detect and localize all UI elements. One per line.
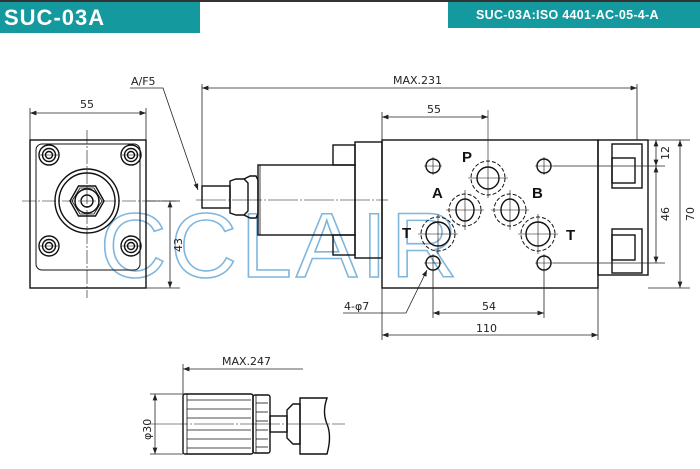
top-offset-dim: 12	[659, 146, 672, 160]
watermark-text: CCLAIR	[100, 195, 461, 297]
port-offset-dim: 55	[427, 103, 441, 116]
lock-nut-icon	[229, 178, 249, 216]
standard-banner: SUC-03A:ISO 4401-AC-05-4-A	[448, 2, 700, 28]
overall-length-dim: MAX.231	[393, 74, 442, 87]
port-label-p: P	[462, 149, 472, 166]
end-height-dim: 43	[172, 238, 185, 252]
port-label-t-right: T	[566, 227, 575, 244]
bolt-spacing-v-dim: 46	[659, 207, 672, 221]
height-dim: 70	[684, 207, 697, 221]
knob-view	[148, 393, 345, 455]
knob-diameter-dim: φ30	[141, 419, 154, 440]
model-title-banner: SUC-03A	[0, 2, 200, 33]
knob-length-dim: MAX.247	[222, 355, 271, 368]
port-label-t-left: T	[402, 225, 411, 242]
bolt-spacing-h-dim: 54	[482, 300, 496, 313]
port-label-a: A	[432, 185, 443, 202]
top-border	[0, 0, 700, 2]
body-length-dim: 110	[476, 322, 497, 335]
end-view-outline	[29, 139, 147, 289]
port-label-b: B	[532, 185, 543, 202]
bolt-hole-label: 4-φ7	[344, 300, 369, 313]
side-view	[196, 110, 649, 289]
wrench-size-label: A/F5	[131, 75, 156, 88]
end-width-dim: 55	[80, 98, 94, 111]
